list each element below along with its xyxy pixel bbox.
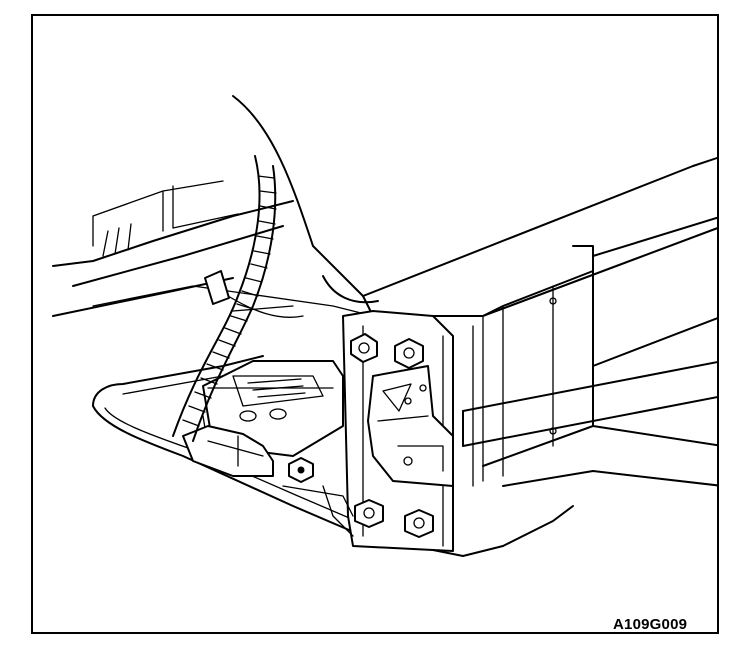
bolt-lower-left <box>354 499 384 528</box>
frame-rail <box>462 216 717 487</box>
connector <box>182 425 274 477</box>
figure-id-label: A109G009 <box>613 616 688 633</box>
cross-beam <box>232 95 717 337</box>
mounting-bracket <box>342 310 454 552</box>
figure-frame: A109G009 <box>31 14 719 634</box>
bolt-module <box>288 457 314 483</box>
bolt-upper-left <box>350 333 378 363</box>
fastener-bolts <box>288 333 434 538</box>
bolt-upper-right <box>394 338 424 369</box>
line-drawing <box>52 95 717 557</box>
wiring-harness <box>172 155 304 442</box>
underside-details <box>282 315 484 537</box>
bolt-lower-right <box>404 509 434 538</box>
